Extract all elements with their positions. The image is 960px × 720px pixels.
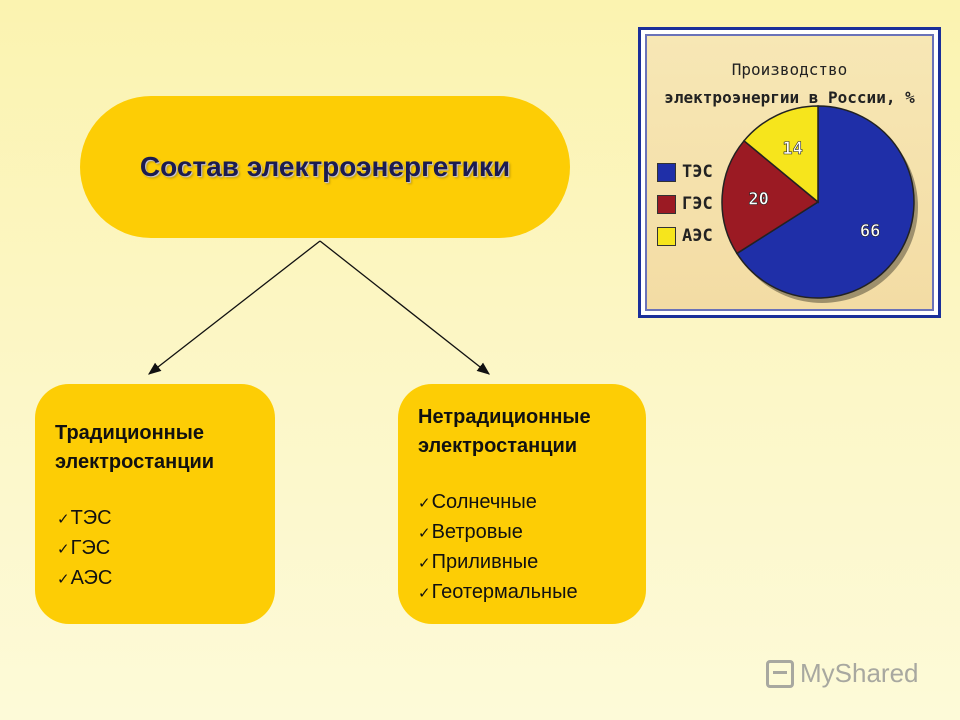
traditional-title: Традиционные электростанции (55, 419, 214, 477)
traditional-list: ✓ТЭС ✓ГЭС ✓АЭС (57, 504, 112, 594)
pie-data-label-0: 66 (860, 222, 880, 242)
list-item: ✓Геотермальные (418, 581, 578, 603)
nontraditional-title: Нетрадиционные электростанции (418, 403, 591, 461)
watermark-text: MyShared (800, 658, 919, 688)
legend-label: ТЭС (682, 162, 713, 182)
list-item: ✓ГЭС (57, 537, 111, 559)
nontraditional-title-line1: Нетрадиционные (418, 406, 591, 428)
list-item: ✓ТЭС (57, 507, 112, 529)
main-title: Состав электроэнергетики (139, 151, 511, 182)
pie-chart-frame: Производство электроэнергии в России, % … (638, 27, 941, 318)
chart-title-line2: электроэнергии в России, % (664, 88, 915, 107)
check-icon: ✓ (418, 525, 431, 542)
list-item: ✓АЭС (57, 567, 113, 589)
legend-swatch (657, 194, 676, 214)
check-icon: ✓ (57, 511, 70, 528)
arrow-to-nontraditional (319, 240, 491, 375)
check-icon: ✓ (418, 555, 431, 572)
chart-legend: ТЭС ГЭС АЭС (657, 156, 713, 252)
check-icon: ✓ (57, 541, 70, 558)
traditional-plants-box: Традиционные электростанции ✓ТЭС ✓ГЭС ✓А… (35, 384, 275, 624)
pie-slice-0 (735, 105, 915, 299)
nontraditional-title-line2: электростанции (418, 435, 578, 457)
pie-slice-2 (742, 105, 819, 204)
watermark: MyShared (766, 658, 919, 689)
pie-svg: 66 20 14 (721, 105, 918, 303)
check-icon: ✓ (57, 571, 70, 588)
chart-title: Производство электроэнергии в России, % (647, 56, 932, 112)
list-item: ✓Приливные (418, 551, 539, 573)
legend-item: АЭС (657, 220, 713, 252)
traditional-title-line2: электростанции (55, 451, 215, 473)
legend-label: АЭС (682, 226, 713, 246)
legend-item: ГЭС (657, 188, 713, 220)
nontraditional-list: ✓Солнечные ✓Ветровые ✓Приливные ✓Геотерм… (418, 488, 578, 608)
presentation-logo-icon (766, 659, 794, 688)
traditional-title-line1: Традиционные (55, 422, 204, 444)
legend-swatch (657, 226, 676, 246)
chart-title-line1: Производство (731, 60, 848, 79)
pie-data-label-2: 14 (782, 139, 802, 159)
pie-slice-1 (721, 139, 820, 255)
pie-chart: Производство электроэнергии в России, % … (645, 34, 934, 311)
legend-item: ТЭС (657, 156, 713, 188)
arrow-to-traditional (147, 240, 321, 375)
nontraditional-plants-box: Нетрадиционные электростанции ✓Солнечные… (398, 384, 646, 624)
legend-label: ГЭС (682, 194, 713, 214)
check-icon: ✓ (418, 585, 431, 602)
list-item: ✓Ветровые (418, 521, 523, 543)
pie-data-label-1: 20 (748, 189, 768, 209)
list-item: ✓Солнечные (418, 491, 537, 513)
legend-swatch (657, 162, 676, 182)
check-icon: ✓ (418, 495, 431, 512)
main-title-node: Состав электроэнергетики (80, 96, 570, 238)
